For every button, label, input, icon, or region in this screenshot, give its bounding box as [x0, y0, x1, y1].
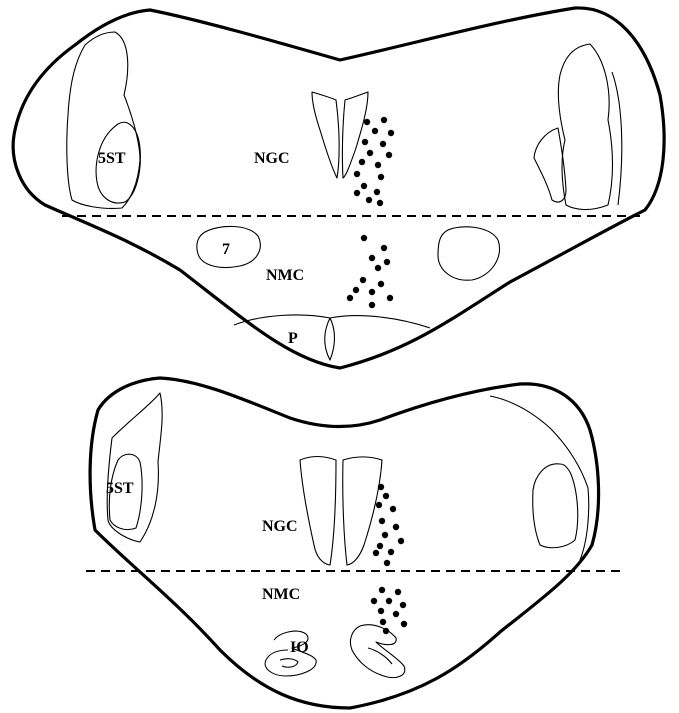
- lower-5st-label: 5ST: [106, 480, 134, 497]
- lower-nmc-dots: [371, 587, 407, 634]
- dot: [378, 281, 384, 287]
- lower-section: 5ST NGC NMC IO: [86, 378, 626, 708]
- dot: [390, 506, 396, 512]
- dot: [379, 587, 385, 593]
- nucleus-7-label: 7: [222, 241, 230, 258]
- upper-ngc-dots: [354, 117, 394, 206]
- io-label: IO: [290, 639, 309, 656]
- dot: [380, 141, 386, 147]
- dot: [369, 289, 375, 295]
- dot: [378, 174, 384, 180]
- dot: [361, 235, 367, 241]
- dot: [381, 117, 387, 123]
- dot: [375, 162, 381, 168]
- dot: [400, 602, 406, 608]
- dot: [387, 295, 393, 301]
- dot: [384, 560, 390, 566]
- dot: [374, 189, 380, 195]
- nucleus-7-right-contour: [438, 227, 500, 280]
- dot: [388, 549, 394, 555]
- dot: [347, 295, 353, 301]
- dot: [380, 619, 386, 625]
- dot: [388, 130, 394, 136]
- dot: [362, 139, 368, 145]
- dot: [364, 119, 370, 125]
- lower-ngc-label: NGC: [262, 518, 298, 535]
- dot: [359, 159, 365, 165]
- dot: [381, 245, 387, 251]
- lower-right-lateral-contour: [490, 396, 589, 560]
- upper-section: 5ST NGC NMC 7 P: [13, 8, 664, 368]
- lower-midline-right: [343, 457, 382, 565]
- upper-nmc-dots: [347, 235, 393, 308]
- upper-section-outline: [13, 8, 664, 368]
- dot: [393, 611, 399, 617]
- upper-5st-label: 5ST: [98, 150, 126, 167]
- dot: [378, 608, 384, 614]
- dot: [373, 550, 379, 556]
- upper-left-lateral-contour: [67, 32, 140, 208]
- lower-right-lateral-inner: [533, 464, 578, 548]
- dot: [375, 265, 381, 271]
- upper-right-lateral-contour: [558, 44, 612, 210]
- lower-midline-left: [300, 457, 336, 565]
- dot: [369, 302, 375, 308]
- upper-midline-left: [312, 92, 339, 178]
- upper-right-lateral-edge: [612, 72, 622, 205]
- io-right-contour: [350, 625, 404, 678]
- dot: [367, 150, 373, 156]
- upper-nmc-label: NMC: [266, 267, 304, 284]
- upper-right-lateral-inner: [534, 128, 566, 202]
- dot: [386, 598, 392, 604]
- dot: [398, 538, 404, 544]
- dot: [395, 589, 401, 595]
- dot: [401, 621, 407, 627]
- dot: [393, 524, 399, 530]
- dot: [372, 128, 378, 134]
- dot: [369, 255, 375, 261]
- dot: [353, 287, 359, 293]
- dot: [383, 628, 389, 634]
- lower-nmc-label: NMC: [262, 586, 300, 603]
- dot: [376, 502, 382, 508]
- dot: [354, 190, 360, 196]
- dot: [371, 598, 377, 604]
- dot: [383, 493, 389, 499]
- dot: [384, 259, 390, 265]
- io-right-inner: [368, 648, 392, 664]
- dot: [382, 532, 388, 538]
- pyramid-label: P: [288, 330, 298, 347]
- dot: [379, 518, 385, 524]
- dot: [377, 200, 383, 206]
- dot: [378, 484, 384, 490]
- dot: [366, 197, 372, 203]
- dot: [354, 171, 360, 177]
- upper-ngc-label: NGC: [254, 150, 290, 167]
- dot: [361, 183, 367, 189]
- io-left-inner: [280, 659, 298, 668]
- dot: [386, 152, 392, 158]
- dot: [360, 277, 366, 283]
- upper-midline-right: [342, 92, 368, 178]
- dot: [377, 543, 383, 549]
- pyramid-midline: [325, 318, 335, 360]
